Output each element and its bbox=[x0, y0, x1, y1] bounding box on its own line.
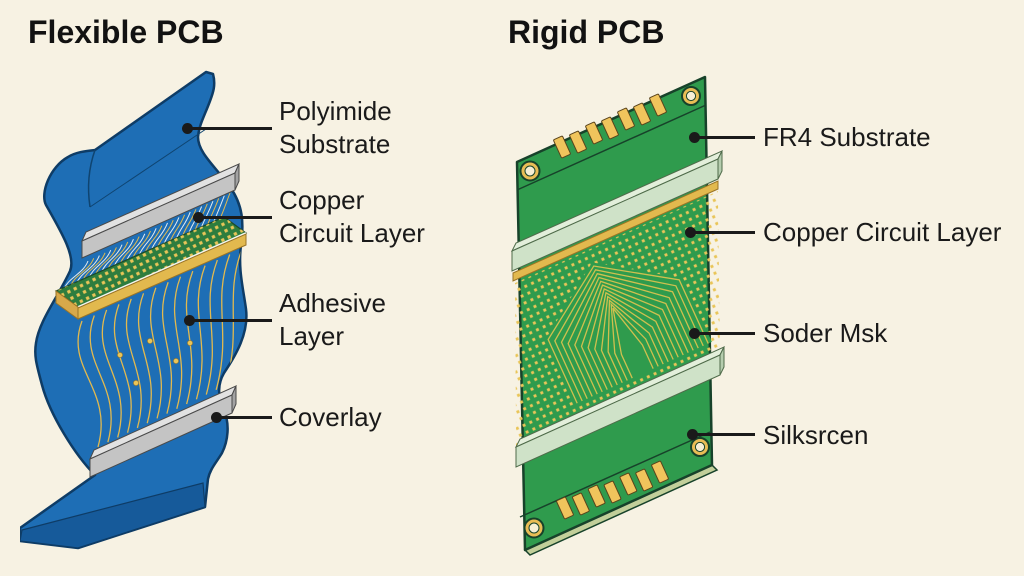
mounting-hole-top-right bbox=[681, 86, 701, 106]
leader-coverlay bbox=[211, 412, 272, 423]
stiffener-bar-top bbox=[81, 163, 240, 259]
leader-dot bbox=[689, 328, 700, 339]
rigid-bottom-band-line bbox=[519, 431, 711, 518]
leader-copper-flex bbox=[193, 212, 272, 223]
label-copper-circuit-layer-flex: Copper Circuit Layer bbox=[279, 185, 425, 248]
leader-solder-mask bbox=[689, 328, 755, 339]
label-solder-mask: Soder Msk bbox=[763, 318, 888, 348]
leader-dot bbox=[211, 412, 222, 423]
label-adhesive-layer: Adhesive Layer bbox=[279, 288, 386, 351]
label-copper-circuit-layer-rigid: Copper Circuit Layer bbox=[763, 217, 1002, 247]
gold-pads-bottom bbox=[556, 460, 669, 520]
solder-gold-line bbox=[512, 180, 719, 282]
leader-copper-rigid bbox=[685, 227, 755, 238]
copper-dot-field bbox=[515, 191, 720, 447]
rigid-pcb-illustration bbox=[510, 75, 726, 556]
flex-polyimide-body bbox=[20, 70, 248, 550]
leader-dot bbox=[687, 429, 698, 440]
label-silkscreen: Silksrcen bbox=[763, 420, 869, 450]
leader-dot bbox=[193, 212, 204, 223]
trace-chevrons bbox=[544, 262, 712, 405]
leader-dot bbox=[182, 123, 193, 134]
gold-pads-top bbox=[553, 93, 667, 159]
stiffener-bar-bottom bbox=[89, 385, 237, 478]
leader-polyimide bbox=[182, 123, 272, 134]
solder-mask-bar-top bbox=[510, 149, 724, 282]
leader-dot bbox=[184, 315, 195, 326]
mounting-hole-top-left bbox=[519, 160, 541, 182]
flex-slab-bottom-line bbox=[89, 128, 207, 208]
leader-fr4 bbox=[689, 132, 755, 143]
rigid-top-band-line bbox=[516, 104, 707, 191]
flexible-pcb-title: Flexible PCB bbox=[28, 14, 224, 50]
flex-traces bbox=[77, 248, 243, 448]
mounting-hole-bottom-left bbox=[523, 517, 545, 539]
leader-dot bbox=[689, 132, 700, 143]
solder-mask-bar-bottom bbox=[514, 345, 726, 468]
flex-green-board bbox=[54, 216, 248, 320]
flex-bottom-edge-face bbox=[20, 482, 206, 549]
label-fr4-substrate: FR4 Substrate bbox=[763, 122, 931, 152]
leader-adhesive bbox=[184, 315, 272, 326]
flexible-pcb-illustration bbox=[20, 70, 248, 550]
mounting-hole-bottom-right bbox=[690, 437, 710, 457]
label-polyimide-substrate: Polyimide Substrate bbox=[279, 96, 392, 159]
label-coverlay: Coverlay bbox=[279, 402, 382, 432]
rigid-pcb-title: Rigid PCB bbox=[508, 14, 665, 50]
leader-dot bbox=[685, 227, 696, 238]
flex-slab-crease bbox=[87, 149, 96, 208]
leader-silkscreen bbox=[687, 429, 755, 440]
